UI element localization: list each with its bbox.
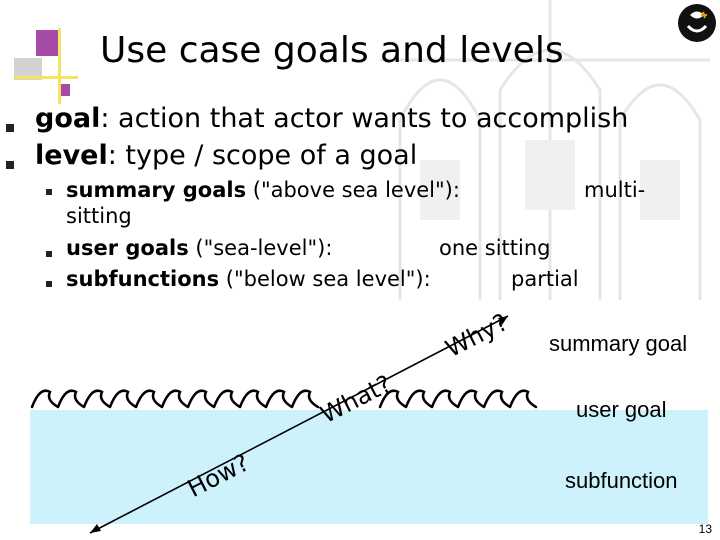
sub-bullet-value: partial bbox=[511, 267, 579, 291]
sub-bullet-user: user goals ("sea-level"): bbox=[66, 236, 332, 260]
bullet-marker bbox=[6, 161, 14, 169]
bullet-marker bbox=[6, 124, 14, 132]
sub-bullet-value: one sitting bbox=[439, 236, 551, 260]
sub-bullet-text: ("sea-level"): bbox=[188, 236, 333, 260]
subfunction-label: subfunction bbox=[565, 468, 678, 493]
sub-bullet-marker bbox=[46, 281, 52, 287]
sub-bullet-term: summary goals bbox=[66, 178, 247, 202]
sub-bullet-text: ("above sea level"): bbox=[246, 178, 460, 202]
bullet-term: goal bbox=[35, 103, 101, 134]
bullet-level: level: type / scope of a goal bbox=[35, 140, 417, 171]
sub-bullet-term: user goals bbox=[66, 236, 189, 260]
sub-bullet-marker bbox=[46, 189, 52, 195]
university-logo bbox=[678, 4, 716, 42]
sub-bullet-term: subfunctions bbox=[66, 267, 220, 291]
bullet-term: level bbox=[35, 140, 108, 171]
decorative-squares bbox=[14, 28, 78, 104]
sub-bullet-subfunctions: subfunctions ("below sea level"): bbox=[66, 267, 431, 291]
bullet-text: : action that actor wants to accomplish bbox=[100, 103, 629, 134]
sub-bullet-summary: summary goals ("above sea level"): bbox=[66, 178, 460, 202]
goal-level-arrow-line bbox=[89, 315, 509, 534]
background-architecture bbox=[380, 0, 710, 300]
arrow-head-bottom bbox=[90, 524, 101, 533]
user-goal-label: user goal bbox=[576, 397, 667, 422]
summary-goal-label: summary goal bbox=[549, 331, 688, 356]
sub-bullet-marker bbox=[46, 251, 52, 257]
sub-bullet-text: ("below sea level"): bbox=[219, 267, 431, 291]
arrow-head-top bbox=[498, 316, 508, 325]
bullet-text: : type / scope of a goal bbox=[107, 140, 418, 171]
sub-bullet-value: multi- bbox=[584, 178, 646, 202]
sea-level-waves bbox=[30, 389, 538, 409]
slide-title: Use case goals and levels bbox=[100, 30, 564, 71]
page-number: 13 bbox=[698, 522, 712, 536]
bullet-goal: goal: action that actor wants to accompl… bbox=[35, 103, 628, 134]
sub-bullet-continuation: sitting bbox=[66, 204, 132, 228]
